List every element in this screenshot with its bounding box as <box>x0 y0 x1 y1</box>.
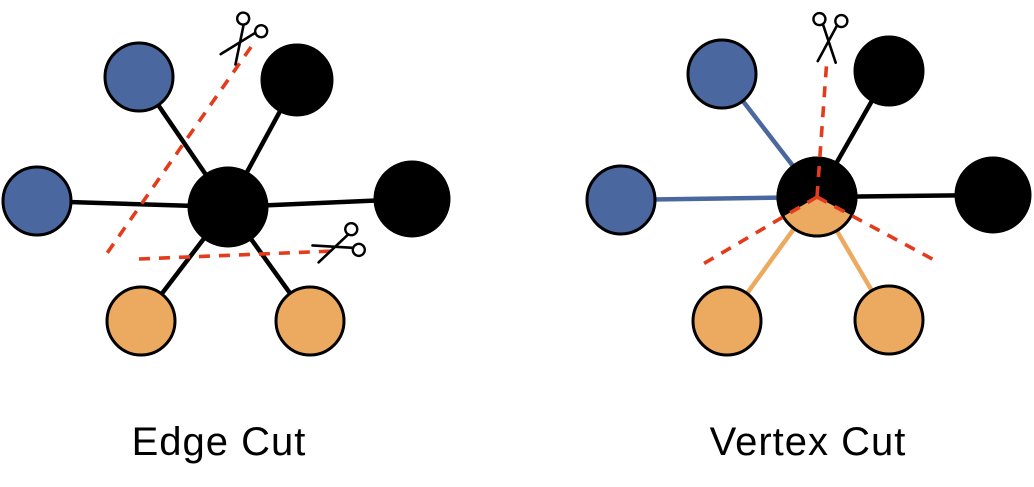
graph-node <box>105 285 177 357</box>
scissors-icon <box>219 11 269 66</box>
cut-line <box>815 57 829 198</box>
cut-line <box>816 195 937 263</box>
cut-line <box>101 45 253 261</box>
graph-node <box>585 164 657 236</box>
center-node-wedge <box>783 197 852 236</box>
graph-node <box>373 160 451 238</box>
center-node <box>187 166 269 248</box>
scissors-icon <box>311 221 366 264</box>
cut-line <box>697 195 818 269</box>
graph-node <box>954 156 1032 234</box>
edge-cut-graph <box>1 11 451 357</box>
center-node-outline <box>776 156 858 238</box>
graph-node <box>691 285 763 357</box>
graph-node <box>274 285 346 357</box>
cut-line <box>138 249 335 261</box>
vertex-cut-label: Vertex Cut <box>709 420 907 464</box>
graph-node <box>1 165 73 237</box>
scissors-icon <box>812 11 849 64</box>
vertex-cut-graph <box>585 11 1032 357</box>
graph-node <box>260 43 334 117</box>
edge-cut-label: Edge Cut <box>131 420 307 464</box>
graph-node <box>103 41 175 113</box>
graph-node <box>853 35 925 107</box>
graph-node <box>853 284 925 356</box>
graph-node <box>686 38 758 110</box>
